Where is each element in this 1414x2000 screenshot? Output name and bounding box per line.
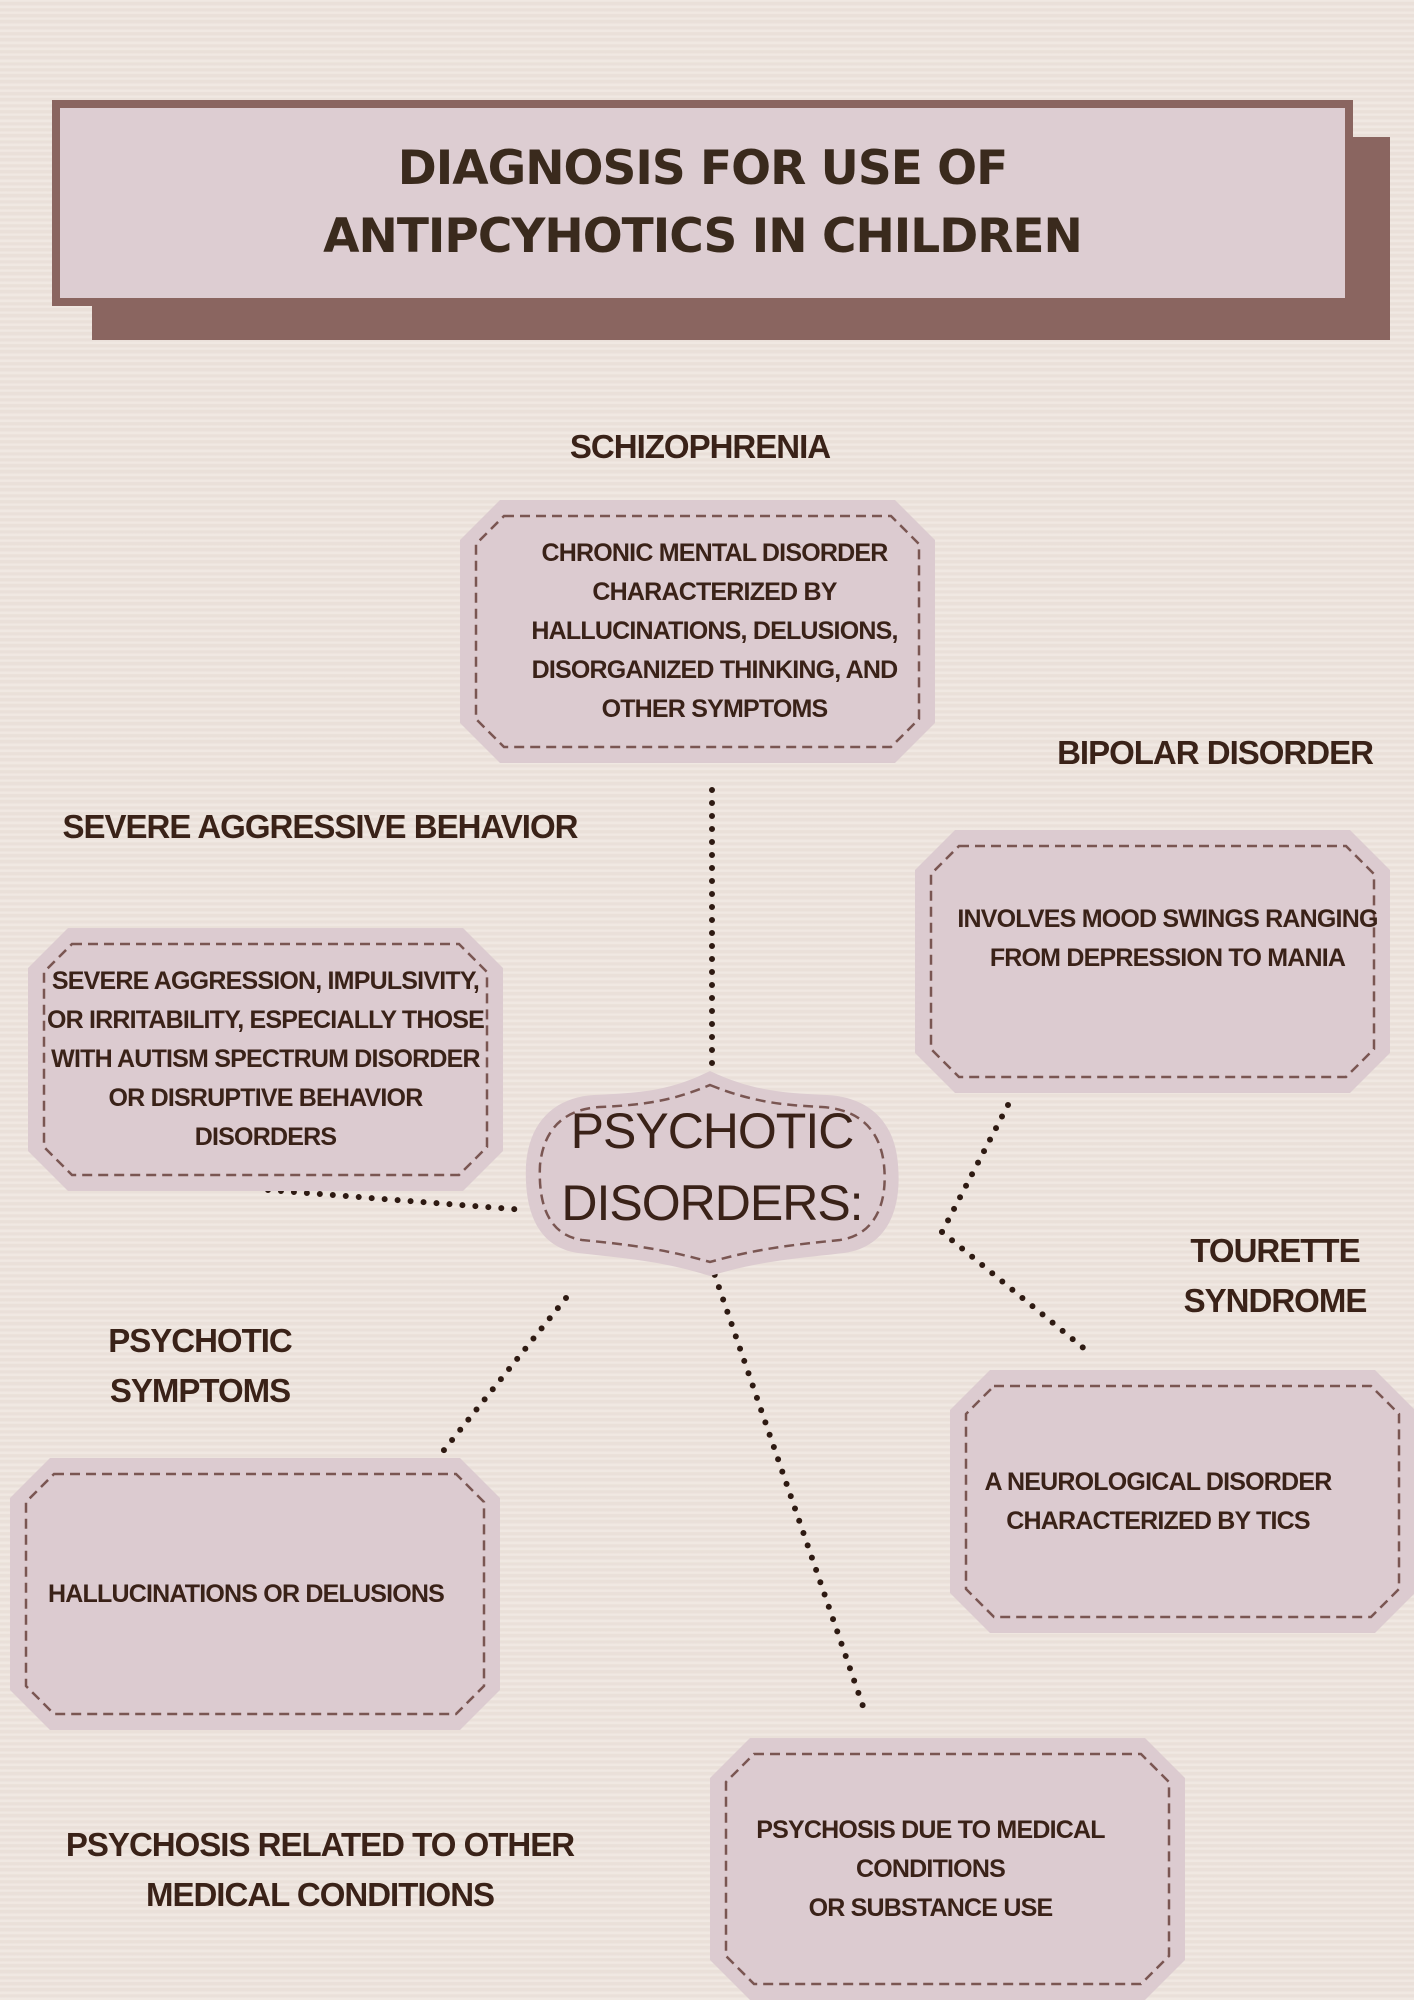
title-line-1: DIAGNOSIS FOR USE OF	[397, 141, 1008, 196]
aggressive-behavior-node: SEVERE AGGRESSION, IMPULSIVITY, OR IRRIT…	[28, 928, 503, 1191]
connector-psychotic-symptoms	[437, 1295, 569, 1458]
connector-aggressive	[265, 1187, 528, 1213]
title-line-2: ANTIPCYHOTICS IN CHILDREN	[323, 209, 1083, 264]
page-title: DIAGNOSIS FOR USE OF ANTIPCYHOTICS IN CH…	[153, 135, 1253, 271]
heading-bipolar-disorder: BIPOLAR DISORDER	[1057, 734, 1374, 771]
schizophrenia-description: CHRONIC MENTAL DISORDER CHARACTERIZED BY…	[531, 539, 898, 723]
connector-medical	[699, 1235, 869, 1718]
central-node: PSYCHOTIC DISORDERS:	[522, 1065, 902, 1280]
heading-tourette-syndrome: TOURETTE SYNDROME	[1183, 1232, 1368, 1319]
tourette-node: A NEUROLOGICAL DISORDER CHARACTERIZED BY…	[950, 1370, 1414, 1633]
central-node-title: PSYCHOTIC DISORDERS:	[561, 1103, 863, 1231]
bipolar-description: INVOLVES MOOD SWINGS RANGING FROM DEPRES…	[957, 905, 1378, 972]
title-banner: DIAGNOSIS FOR USE OF ANTIPCYHOTICS IN CH…	[52, 100, 1353, 306]
central-node-shape	[525, 1071, 899, 1276]
tourette-description: A NEUROLOGICAL DISORDER CHARACTERIZED BY…	[984, 1467, 1332, 1535]
psychotic-symptoms-node: HALLUCINATIONS OR DELUSIONS	[10, 1458, 500, 1730]
bipolar-node: INVOLVES MOOD SWINGS RANGING FROM DEPRES…	[915, 830, 1390, 1093]
connector-tourette	[939, 1229, 1095, 1358]
medical-conditions-node: PSYCHOSIS DUE TO MEDICAL CONDITIONS OR S…	[710, 1738, 1185, 2000]
medical-conditions-description: PSYCHOSIS DUE TO MEDICAL CONDITIONS OR S…	[756, 1815, 1105, 1922]
heading-psychosis-medical-conditions: PSYCHOSIS RELATED TO OTHER MEDICAL CONDI…	[65, 1826, 575, 1913]
heading-severe-aggressive-behavior: SEVERE AGGRESSIVE BEHAVIOR	[62, 808, 579, 845]
heading-schizophrenia: SCHIZOPHRENIA	[569, 428, 831, 465]
heading-psychotic-symptoms: PSYCHOTIC SYMPTOMS	[108, 1322, 293, 1409]
aggressive-behavior-description: SEVERE AGGRESSION, IMPULSIVITY, OR IRRIT…	[46, 967, 485, 1151]
connector-bipolar	[939, 1102, 1011, 1235]
psychotic-symptoms-description: HALLUCINATIONS OR DELUSIONS	[48, 1579, 444, 1608]
schizophrenia-node: CHRONIC MENTAL DISORDER CHARACTERIZED BY…	[460, 500, 935, 763]
